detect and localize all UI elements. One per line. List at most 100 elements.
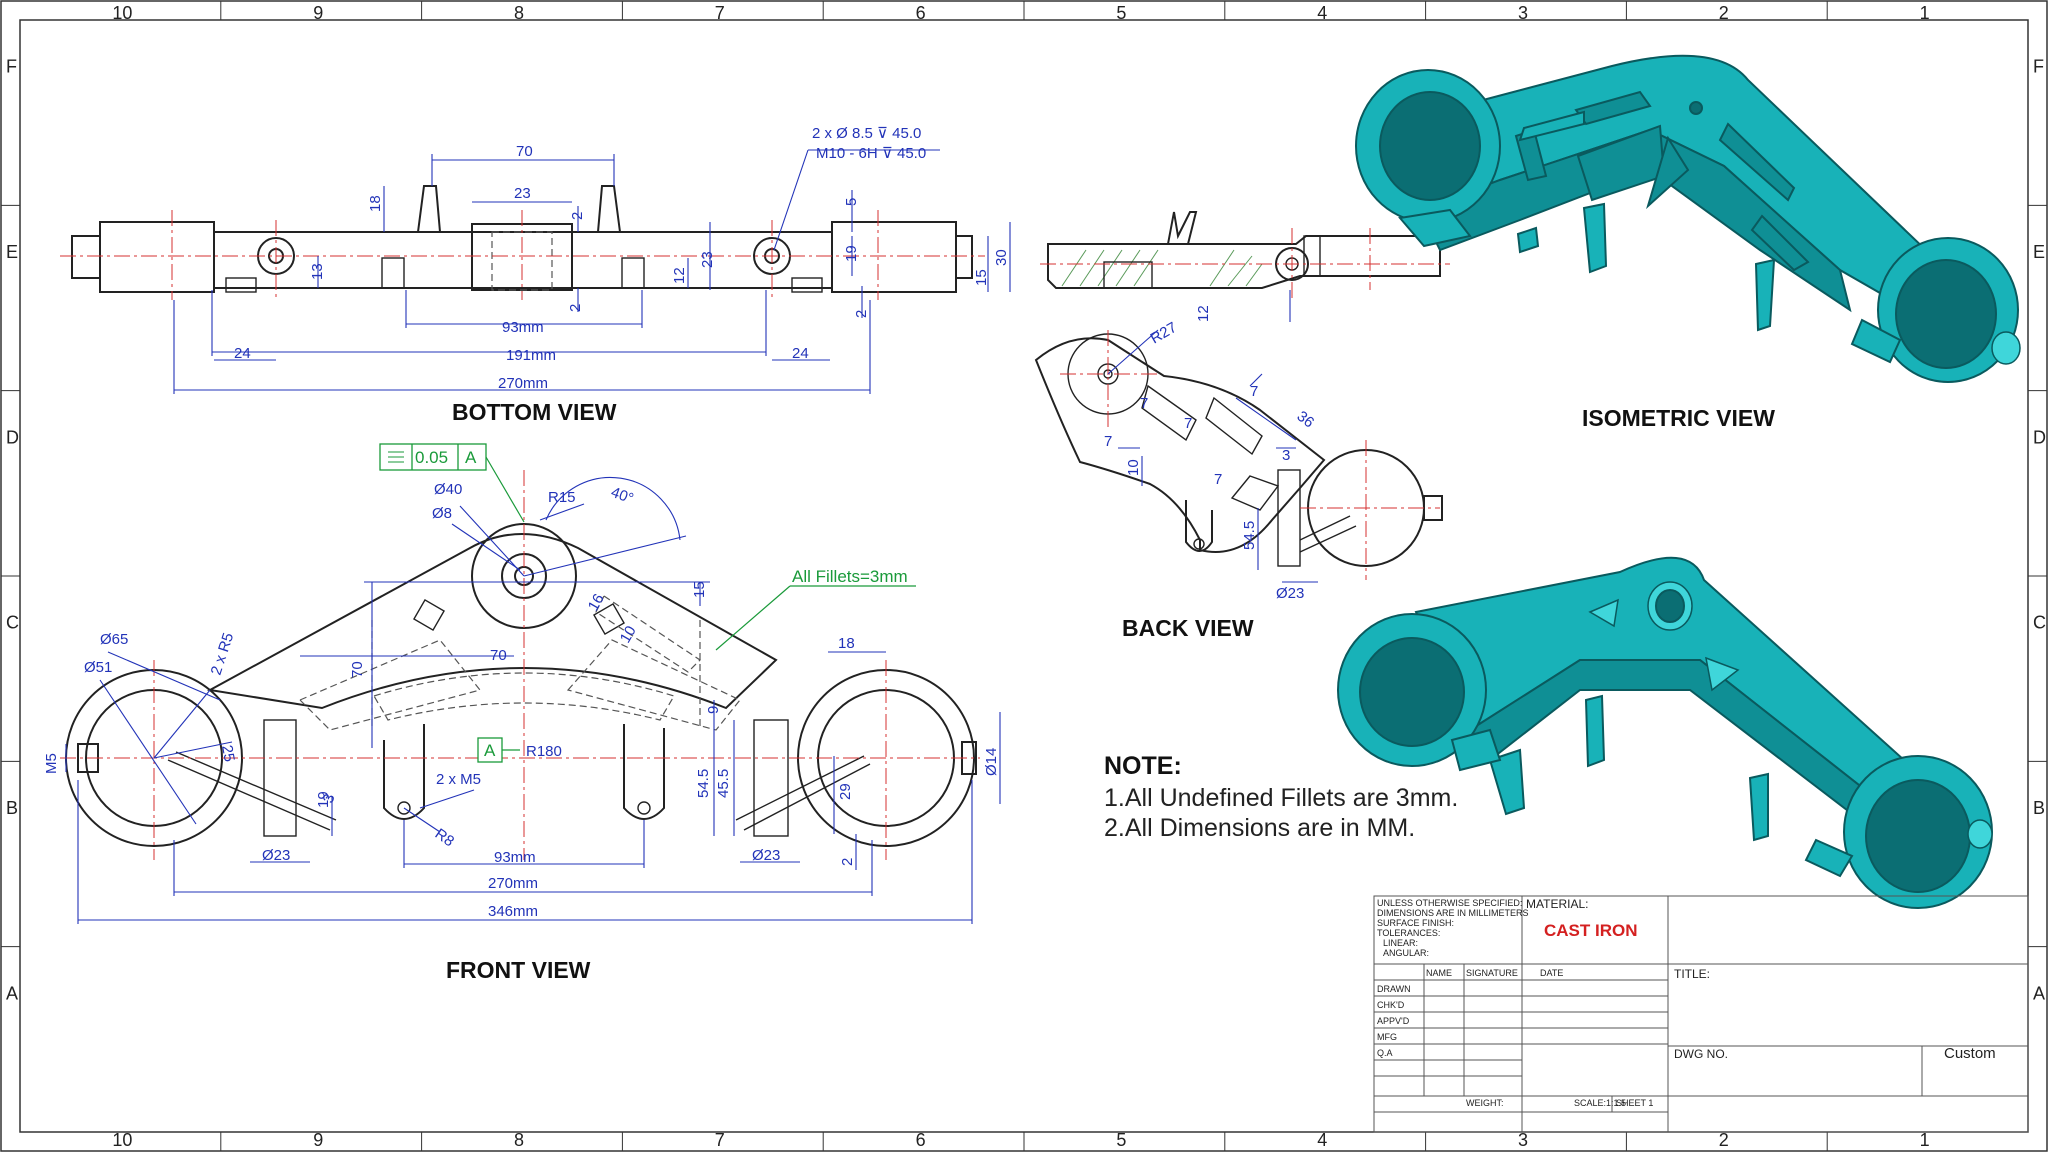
dim-2a: 2 — [569, 212, 586, 220]
zone-row-label: C — [2033, 613, 2046, 633]
zone-column-label: 2 — [1719, 3, 1729, 23]
hole-callout-1: 2 x Ø 8.5 ⊽ 45.0 — [812, 125, 921, 142]
tb-weight: WEIGHT: — [1466, 1098, 1504, 1108]
zone-column-label: 10 — [112, 1130, 132, 1150]
zone-row-label: B — [6, 798, 18, 818]
dim-70: 70 — [516, 143, 533, 160]
zone-column-label: 1 — [1920, 1130, 1930, 1150]
dim-455: 45.5 — [715, 769, 732, 798]
zone-row-label: D — [2033, 427, 2046, 447]
dim-r15: R15 — [548, 489, 576, 506]
front-view-title: FRONT VIEW — [446, 957, 591, 983]
dim-191: 191mm — [506, 347, 556, 364]
tb-sheet: SHEET 1 — [1616, 1098, 1653, 1108]
tb-appvd: APPV'D — [1377, 1016, 1410, 1026]
dim-23: 23 — [514, 185, 531, 202]
dim-18: 18 — [367, 195, 384, 212]
dim-13: 13 — [309, 263, 326, 280]
dim-r25: 25 — [218, 744, 238, 763]
hole-callout-2: M10 - 6H ⊽ 45.0 — [816, 145, 926, 162]
zone-column-label: 1 — [1920, 3, 1930, 23]
dim-30: 30 — [993, 249, 1010, 266]
dim-270: 270mm — [498, 375, 548, 392]
dim-346: 346mm — [488, 903, 538, 920]
dim-15: 15 — [691, 581, 708, 598]
dim-a40: 40° — [609, 484, 636, 508]
dim-m5: M5 — [43, 753, 60, 774]
dim-24a: 24 — [234, 345, 251, 362]
zone-column-label: 3 — [1518, 1130, 1528, 1150]
dim-545: 54.5 — [1241, 521, 1258, 550]
dim-7b: 7 — [1140, 395, 1148, 412]
zone-row-label: E — [2033, 242, 2045, 262]
bottom-view: 70 23 18 2 2 13 12 23 5 19 2 15 30 93mm … — [60, 125, 1011, 425]
zone-row-label: C — [6, 613, 19, 633]
zone-column-label: 8 — [514, 3, 524, 23]
zone-column-label: 5 — [1116, 3, 1126, 23]
zone-column-label: 6 — [916, 1130, 926, 1150]
tb-qa: Q.A — [1377, 1048, 1393, 1058]
bottom-view-title: BOTTOM VIEW — [452, 399, 617, 425]
zone-column-label: 5 — [1116, 1130, 1126, 1150]
dim-19: 19 — [315, 791, 332, 808]
tb-chkd: CHK'D — [1377, 1000, 1405, 1010]
note-title: NOTE: — [1104, 752, 1182, 780]
tb-dwg-no: DWG NO. — [1674, 1047, 1728, 1061]
dim-d23a: Ø23 — [262, 847, 290, 864]
dim-93: 93mm — [502, 319, 544, 336]
zone-column-label: 4 — [1317, 1130, 1327, 1150]
zone-column-label: 10 — [112, 3, 132, 23]
zone-column-label: 6 — [916, 3, 926, 23]
flatness-datum: A — [465, 448, 477, 467]
dim-29: 29 — [837, 783, 854, 800]
zone-column-label: 9 — [313, 1130, 323, 1150]
section-hatch — [1061, 249, 1263, 287]
dim-d65: Ø65 — [100, 631, 128, 648]
dim-10: 10 — [617, 623, 640, 646]
title-block: UNLESS OTHERWISE SPECIFIED: DIMENSIONS A… — [1373, 895, 2029, 1133]
tb-material-label: MATERIAL: — [1526, 897, 1588, 911]
zone-row-label: E — [6, 242, 18, 262]
tb-mfg: MFG — [1377, 1032, 1397, 1042]
dim-12: 12 — [671, 267, 688, 284]
dim-18: 18 — [838, 635, 855, 652]
dim-2: 2 — [839, 858, 856, 866]
dim-70h: 70 — [490, 647, 507, 664]
back-view: R27 7 7 7 7 7 36 3 10 12 54.5 Ø23 BACK V… — [1034, 211, 1450, 641]
dim-19: 19 — [843, 245, 860, 262]
zone-column-label: 7 — [715, 3, 725, 23]
dim-12: 12 — [1195, 305, 1212, 322]
dim-d40: Ø40 — [434, 481, 462, 498]
zone-row-label: A — [2033, 983, 2045, 1003]
tb-col-signature: SIGNATURE — [1466, 968, 1518, 978]
dim-15: 15 — [973, 269, 990, 286]
tb-spec-3: SURFACE FINISH: — [1377, 918, 1454, 928]
dim-7d: 7 — [1104, 433, 1112, 450]
zone-row-label: D — [6, 427, 19, 447]
tb-spec-1: UNLESS OTHERWISE SPECIFIED: — [1377, 898, 1522, 908]
fillets-callout: All Fillets=3mm — [792, 567, 908, 586]
dim-r5: 2 x R5 — [208, 631, 238, 677]
zone-column-label: 4 — [1317, 3, 1327, 23]
tb-col-date: DATE — [1540, 968, 1563, 978]
tb-title-label: TITLE: — [1674, 967, 1710, 981]
tb-spec-2: DIMENSIONS ARE IN MILLIMETERS — [1377, 908, 1529, 918]
dim-7a: 7 — [1250, 383, 1258, 400]
dim-16: 16 — [585, 591, 608, 614]
datum-a: A — [484, 741, 496, 760]
zone-column-label: 9 — [313, 3, 323, 23]
zone-column-label: 8 — [514, 1130, 524, 1150]
zone-row-label: F — [6, 57, 17, 77]
isometric-view-title: ISOMETRIC VIEW — [1582, 405, 1775, 431]
tb-spec-4: TOLERANCES: — [1377, 928, 1440, 938]
tb-size: Custom — [1944, 1045, 1996, 1062]
tb-spec-5: LINEAR: — [1383, 938, 1418, 948]
dim-7c: 7 — [1184, 415, 1192, 432]
notes: NOTE: 1.All Undefined Fillets are 3mm. 2… — [1104, 752, 1458, 842]
isometric-model-top: ISOMETRIC VIEW — [1355, 54, 2021, 431]
dim-9: 9 — [705, 706, 722, 714]
dim-2b: 2 — [567, 304, 584, 312]
dim-r180: R180 — [526, 743, 562, 760]
